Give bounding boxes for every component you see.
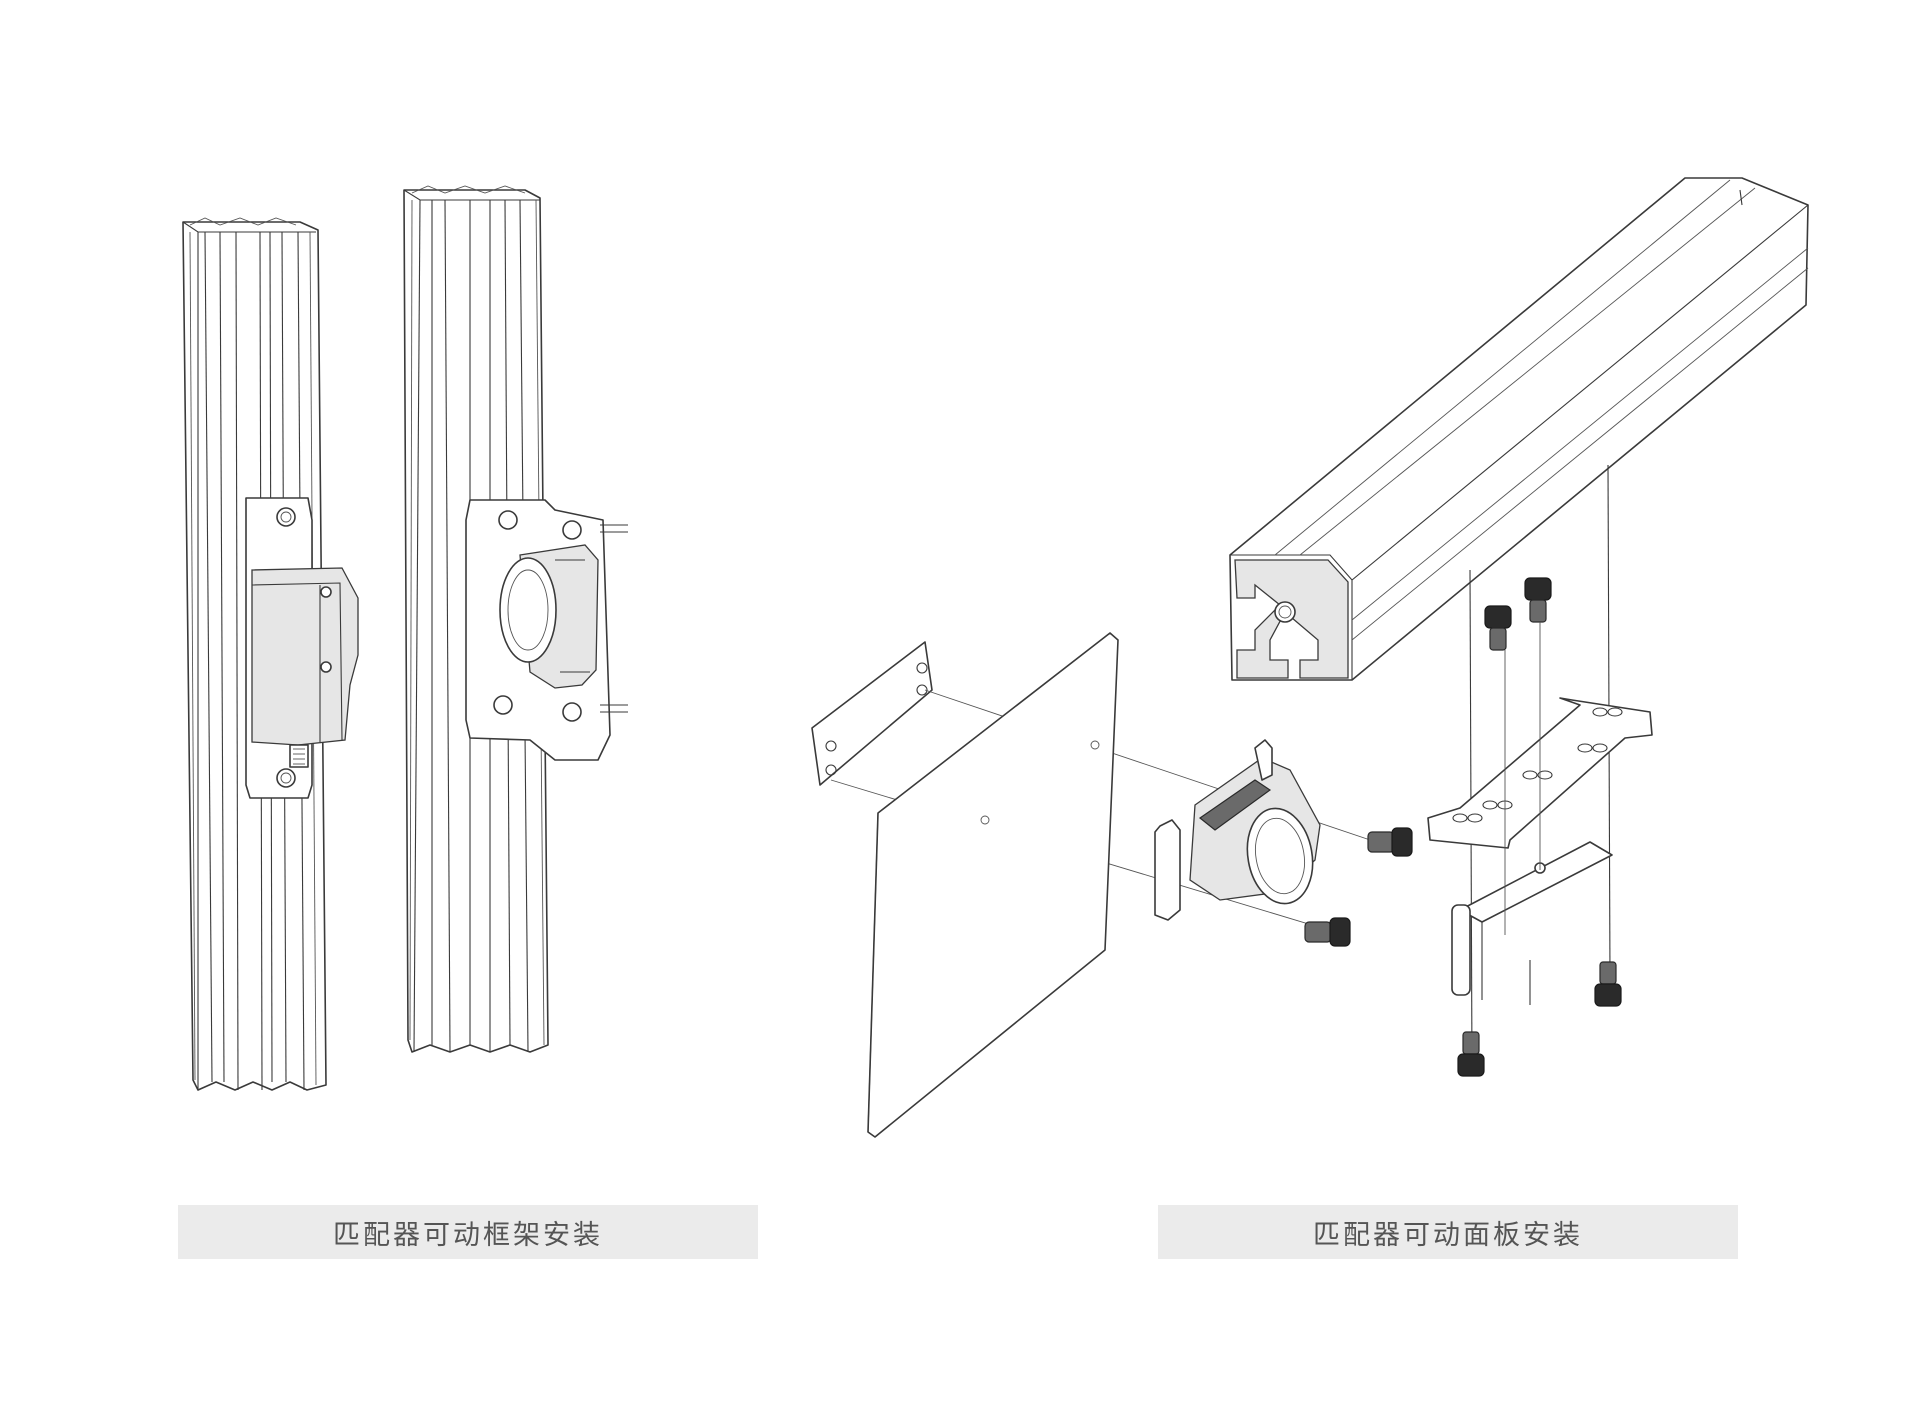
screw-1: [1367, 827, 1413, 857]
screw-6: [1594, 961, 1622, 1007]
caption-frame-installation: 匹配器可动框架安装: [178, 1205, 758, 1259]
frame-installation-illustration: [182, 185, 628, 1091]
screw-4: [1524, 577, 1552, 623]
caption-text-frame-installation: 匹配器可动框架安装: [333, 1219, 603, 1251]
panel-installation-illustration: [811, 177, 1809, 1138]
matcher-bracket-left: [245, 497, 359, 799]
screw-2: [1304, 917, 1351, 947]
screw-3: [1484, 605, 1512, 651]
matcher-bracket-right: [465, 499, 628, 761]
screw-5: [1457, 1031, 1485, 1077]
caption-panel-installation: 匹配器可动面板安装: [1158, 1205, 1738, 1259]
sensor-box: [1451, 841, 1613, 1005]
aluminum-profile-horizontal: [1229, 177, 1809, 1071]
caption-text-panel-installation: 匹配器可动面板安装: [1313, 1219, 1583, 1251]
matcher-wheel-assembly: [1154, 739, 1321, 921]
panel-board: [867, 632, 1119, 1138]
